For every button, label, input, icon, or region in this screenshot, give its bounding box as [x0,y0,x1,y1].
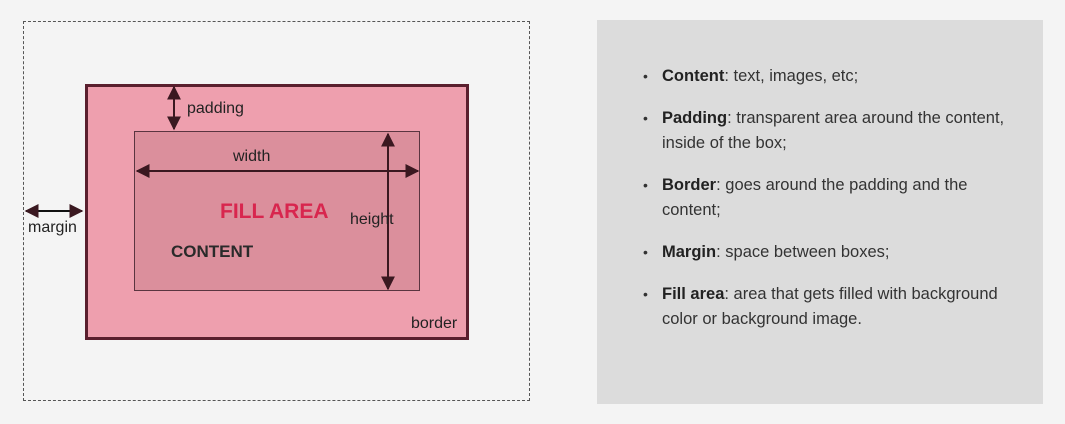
definition-text: : goes around the padding and the conten… [662,176,968,219]
list-item: • Margin: space between boxes; [643,240,1007,265]
bullet-icon: • [643,110,648,126]
bullet-icon: • [643,286,648,302]
list-item: • Content: text, images, etc; [643,64,1007,89]
bullet-icon: • [643,68,648,84]
term: Content [662,67,725,85]
content-box [134,131,420,291]
definition-text: : text, images, etc; [724,67,859,85]
definitions-list: • Content: text, images, etc; • Padding: t… [643,64,1007,349]
width-label: width [233,148,271,165]
bullet-icon: • [643,177,648,193]
height-label: height [350,211,394,228]
definition-text: : area that gets filled with background … [662,285,998,328]
margin-label: margin [28,219,77,236]
term: Fill area [662,285,725,303]
padding-label: padding [187,100,244,117]
definitions-panel [597,20,1043,404]
content-label: CONTENT [171,242,254,261]
term: Margin [662,243,717,261]
list-item: • Border: goes around the padding and the… [643,173,1007,223]
list-item: • Fill area: area that gets filled with b… [643,282,1007,332]
list-item: • Padding: transparent area around the co… [643,106,1007,156]
margin-box-outline [23,21,530,401]
bullet-icon: • [643,244,648,260]
fill-area-label: FILL AREA [220,200,329,223]
term: Border [662,176,717,194]
border-label: border [411,315,458,332]
term: Padding [662,109,728,127]
definition-text: : space between boxes; [716,243,890,261]
definition-text: : transparent area around the content, i… [662,109,1005,152]
